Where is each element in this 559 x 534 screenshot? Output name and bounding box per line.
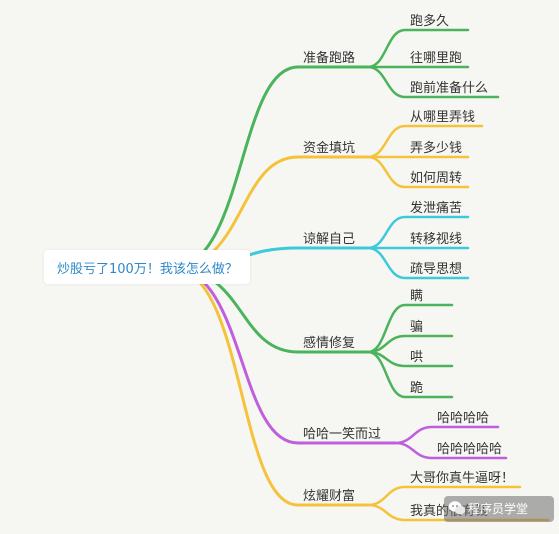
leaf-connector [366,503,550,522]
leaf-label: 疏导思想 [410,262,463,277]
watermark-text: 程序员学堂 [468,502,529,516]
leaf-label: 跑多久 [410,14,450,29]
branch-label: 感情修复 [303,336,356,351]
root-topic: 炒股亏了100万！我该怎么做？ [57,262,238,277]
branch-label: 资金填坑 [303,141,356,156]
leaf-label: 瞒 [410,289,424,304]
leaf-label: 跑前准备什么 [410,81,489,96]
leaf-label: 哄 [410,350,424,365]
leaf-label: 弄多少钱 [410,141,463,156]
leaf-label: 哈哈哈哈哈 [437,442,503,457]
leaf-label: 骗 [410,320,424,335]
leaf-connector [366,155,470,189]
leaf-label: 往哪里跑 [410,51,463,66]
leaf-connector [366,350,454,399]
leaf-label: 如何周转 [410,171,463,186]
branch-label: 谅解自己 [303,232,356,247]
branch-label: 哈哈一笑而过 [303,427,382,442]
leaf-label: 大哥你真牛逼呀！ [410,471,515,486]
branch-label: 准备跑路 [303,51,356,66]
branch-connector [170,266,370,507]
branch-label: 炫耀财富 [303,489,356,504]
leaf-connector [366,303,454,354]
leaf-label: 跪 [410,381,424,396]
leaf-label: 发泄痛苦 [410,201,463,216]
wechat-icon [448,501,466,515]
leaf-label: 转移视线 [410,232,463,247]
leaf-label: 从哪里弄钱 [410,110,476,125]
leaf-connector [366,246,470,280]
leaf-connector [366,28,470,69]
leaf-connector [393,441,508,460]
leaf-connector [366,65,500,99]
branch-connector [170,266,397,445]
leaf-label: 哈哈哈哈 [437,411,490,426]
root-node [44,250,250,284]
